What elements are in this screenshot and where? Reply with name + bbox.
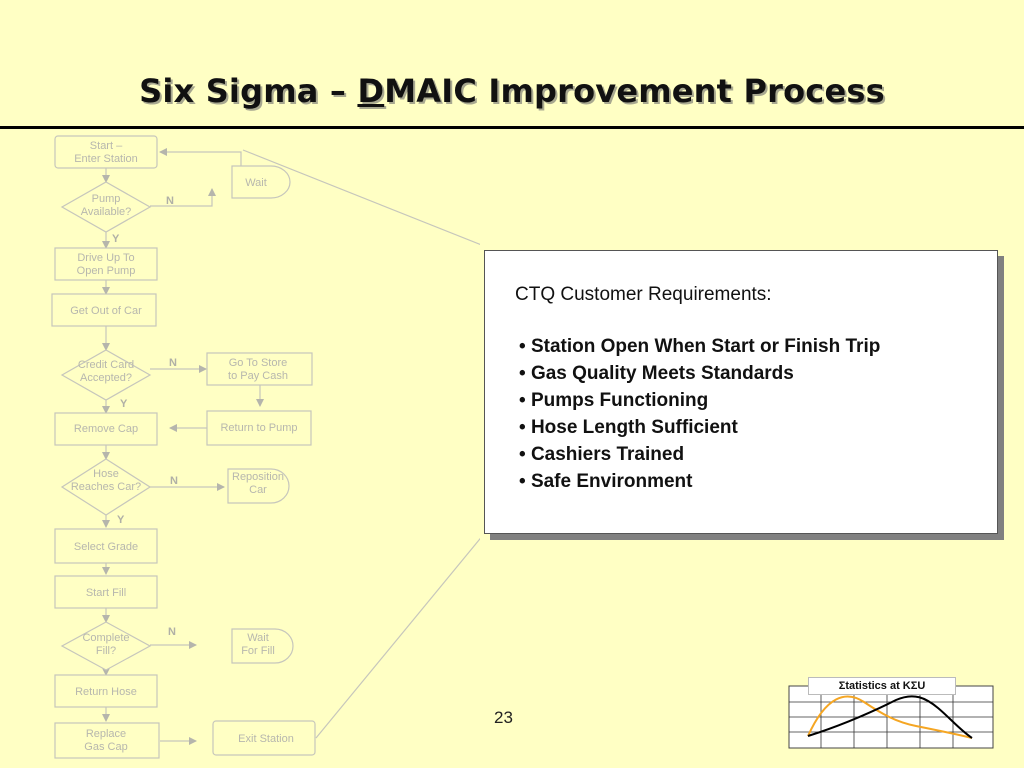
flow-text: Gas Cap — [84, 741, 127, 753]
title-divider — [0, 126, 1024, 129]
flow-text: Complete — [82, 632, 129, 644]
flow-node-go-to-store — [206, 352, 313, 386]
flow-node-credit-card — [60, 349, 152, 401]
flow-node-wait — [231, 165, 291, 199]
flow-node-return-hose — [54, 674, 158, 708]
flow-text: Drive Up To — [77, 252, 134, 264]
slide-title: Six Sigma – DMAIC Improvement Process — [0, 72, 1024, 110]
flow-node-start-fill — [54, 575, 158, 609]
flow-text: Reaches Car? — [71, 481, 141, 493]
flow-text: Start Fill — [86, 587, 126, 599]
logo-curve-black — [807, 695, 973, 739]
flow-text: Exit Station — [238, 733, 294, 745]
flow-text: Wait — [245, 177, 267, 189]
flow-text: Replace — [86, 728, 126, 740]
flow-node-reposition — [227, 468, 290, 504]
flow-node-pump-available — [60, 181, 152, 233]
callout-line-bottom — [315, 537, 480, 739]
page-number: 23 — [494, 708, 513, 727]
flow-text: Start – — [90, 140, 123, 152]
flow-node-remove-cap — [54, 412, 158, 446]
flow-node-get-out — [51, 293, 157, 327]
flow-text: Open Pump — [77, 265, 136, 277]
flowchart: Start – Enter Station Wait Pump Availabl… — [51, 135, 480, 759]
logo-label: Σtatistics at KΣU — [808, 677, 956, 695]
flow-text: Enter Station — [74, 153, 138, 165]
branch-label-no: N — [169, 357, 177, 369]
ctq-item: Pumps Functioning — [519, 387, 997, 414]
flow-text: Hose — [93, 468, 119, 480]
flow-text: to Pay Cash — [228, 370, 288, 382]
flow-text: Remove Cap — [74, 423, 138, 435]
title-prefix: Six Sigma – — [139, 72, 358, 110]
flow-text: For Fill — [241, 645, 275, 657]
flow-node-exit-station — [212, 720, 316, 756]
flow-text: Accepted? — [80, 372, 132, 384]
ctq-item: Safe Environment — [519, 468, 997, 495]
flow-text: Wait — [247, 632, 269, 644]
ctq-list: Station Open When Start or Finish Trip G… — [515, 333, 997, 495]
flow-node-complete-fill — [60, 621, 152, 671]
ctq-item: Station Open When Start or Finish Trip — [519, 333, 997, 360]
branch-label-yes: Y — [117, 514, 125, 526]
flow-text: Pump — [92, 193, 121, 205]
flow-node-hose-reaches — [60, 458, 152, 516]
connector-pump-no — [150, 188, 216, 207]
callout-line-top — [242, 149, 480, 246]
flow-text: Return to Pump — [220, 422, 297, 434]
flow-text: Return Hose — [75, 686, 137, 698]
flow-node-replace-cap — [54, 722, 160, 759]
branch-label-no: N — [168, 626, 176, 638]
flow-text: Available? — [81, 206, 132, 218]
flow-text: Reposition — [232, 471, 284, 483]
title-suffix: MAIC Improvement Process — [384, 72, 885, 110]
branch-label-yes: Y — [120, 398, 128, 410]
flow-text: Car — [249, 484, 267, 496]
flow-node-return-to-pump — [206, 410, 312, 446]
flow-text: Credit Card — [78, 359, 134, 371]
flow-node-select-grade — [54, 528, 158, 564]
flow-text: Fill? — [96, 645, 116, 657]
flow-text: Go To Store — [229, 357, 288, 369]
branch-label-yes: Y — [112, 233, 120, 245]
ctq-box: CTQ Customer Requirements: Station Open … — [484, 250, 998, 534]
flow-text: Get Out of Car — [70, 305, 142, 317]
logo-curve-orange — [807, 695, 973, 739]
connector-wait-return — [159, 148, 242, 168]
ctq-item: Hose Length Sufficient — [519, 414, 997, 441]
flow-node-wait-fill — [231, 628, 294, 664]
flow-text: Select Grade — [74, 541, 138, 553]
branch-label-no: N — [166, 195, 174, 207]
ctq-item: Gas Quality Meets Standards — [519, 360, 997, 387]
title-underlined-letter: D — [357, 72, 385, 110]
statistics-logo — [788, 685, 994, 749]
branch-label-no: N — [170, 475, 178, 487]
flow-node-start — [54, 135, 158, 169]
flow-node-drive-up — [54, 247, 158, 281]
ctq-item: Cashiers Trained — [519, 441, 997, 468]
ctq-heading: CTQ Customer Requirements: — [515, 284, 772, 305]
